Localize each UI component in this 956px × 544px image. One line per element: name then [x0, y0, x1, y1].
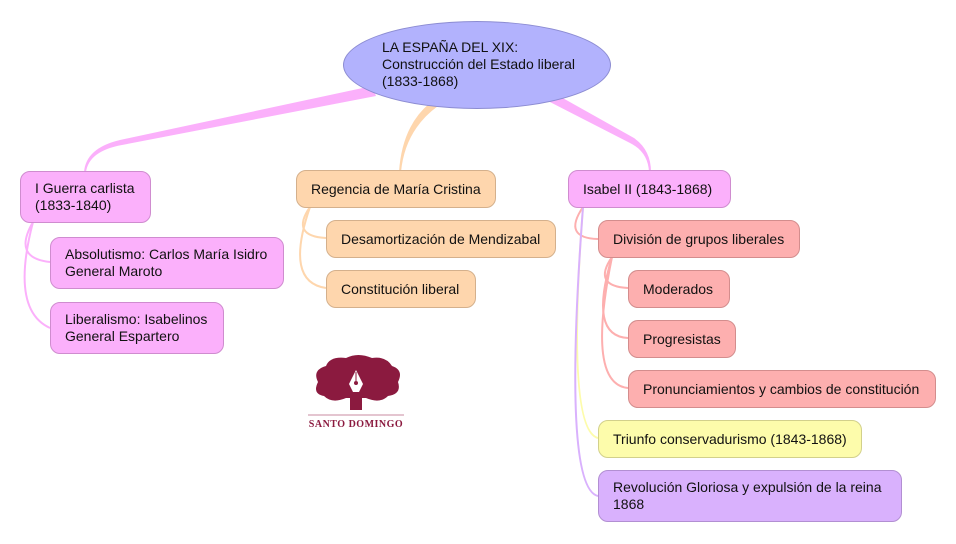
- root-dates-line: (1833-1868): [382, 73, 459, 89]
- logo-text: SANTO DOMINGO: [308, 419, 404, 430]
- topic-label: Isabel II (1843-1868): [583, 180, 713, 197]
- santo-domingo-logo: SANTO DOMINGO: [306, 352, 406, 436]
- topic-guerra-carlista[interactable]: I Guerra carlista (1833-1840): [20, 171, 151, 223]
- topic-liberalismo[interactable]: Liberalismo: Isabelinos General Esparter…: [50, 302, 224, 354]
- topic-moderados[interactable]: Moderados: [628, 270, 730, 308]
- topic-label: Constitución liberal: [341, 280, 460, 297]
- link-root-guerra: [84, 86, 376, 172]
- topic-pronunciamientos[interactable]: Pronunciamientos y cambios de constituci…: [628, 370, 936, 408]
- root-title-line: LA ESPAÑA DEL XIX:: [382, 39, 519, 55]
- link-guerra-liberalismo: [23, 221, 51, 329]
- link-regencia-constitucion: [299, 206, 327, 289]
- link-root-regencia: [399, 103, 438, 172]
- topic-progresistas[interactable]: Progresistas: [628, 320, 736, 358]
- topic-label: Pronunciamientos y cambios de constituci…: [643, 380, 920, 397]
- topic-revolucion-gloriosa[interactable]: Revolución Gloriosa y expulsión de la re…: [598, 470, 902, 522]
- topic-label: División de grupos liberales: [613, 230, 785, 247]
- topic-regencia[interactable]: Regencia de María Cristina: [296, 170, 496, 208]
- topic-absolutismo[interactable]: Absolutismo: Carlos María Isidro General…: [50, 237, 284, 289]
- link-division-progresistas: [602, 256, 629, 339]
- topic-desamortizacion[interactable]: Desamortización de Mendizabal: [326, 220, 556, 258]
- link-division-pronunciamientos: [601, 256, 629, 389]
- topic-triunfo-conservadurismo[interactable]: Triunfo conservadurismo (1843-1868): [598, 420, 862, 458]
- topic-label-dates: (1833-1840): [35, 197, 112, 213]
- topic-label: Revolución Gloriosa y expulsión de la re…: [613, 479, 882, 495]
- topic-label: Liberalismo: Isabelinos: [65, 311, 208, 327]
- topic-label: Regencia de María Cristina: [311, 180, 481, 197]
- link-root-isabel: [546, 92, 651, 172]
- topic-label: Desamortización de Mendizabal: [341, 230, 541, 247]
- link-isabel-revolucion: [574, 206, 599, 497]
- topic-label-detail: General Maroto: [65, 263, 163, 279]
- root-subtitle-line: Construcción del Estado liberal: [382, 56, 575, 72]
- topic-constitucion-liberal[interactable]: Constitución liberal: [326, 270, 476, 308]
- topic-label: Progresistas: [643, 330, 721, 347]
- topic-label: Absolutismo: Carlos María Isidro: [65, 246, 268, 262]
- topic-division-grupos[interactable]: División de grupos liberales: [598, 220, 800, 258]
- link-regencia-desamortizacion: [301, 206, 327, 239]
- topic-isabel-ii[interactable]: Isabel II (1843-1868): [568, 170, 731, 208]
- link-isabel-division: [574, 206, 599, 240]
- topic-label: I Guerra carlista: [35, 180, 135, 196]
- tree-pen-icon: [308, 355, 404, 416]
- root-topic[interactable]: LA ESPAÑA DEL XIX: Construcción del Esta…: [343, 21, 611, 109]
- topic-label: Moderados: [643, 280, 714, 297]
- topic-label: Triunfo conservadurismo (1843-1868): [613, 430, 847, 447]
- topic-label-detail: General Espartero: [65, 328, 180, 344]
- topic-label-year: 1868: [613, 496, 645, 512]
